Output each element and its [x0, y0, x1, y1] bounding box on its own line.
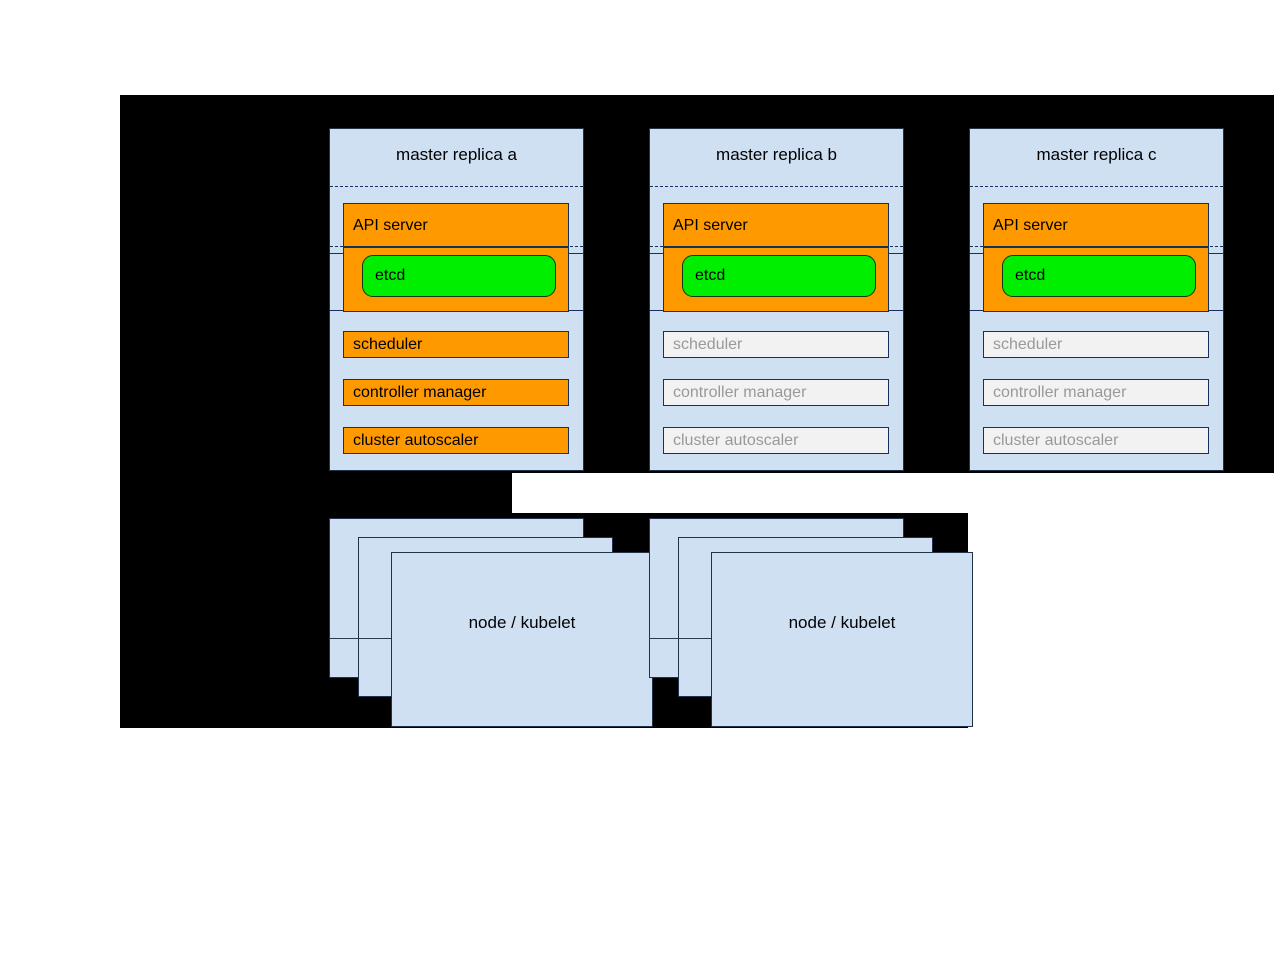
master-replica-a-etcd[interactable]: etcd [362, 255, 556, 297]
master-replica-c-etcd[interactable]: etcd [1002, 255, 1196, 297]
master-replica-a-controller-manager[interactable]: controller manager [343, 379, 569, 406]
master-replica-c-title: master replica c [1036, 145, 1157, 164]
master-replica-b-api-server[interactable]: API server [663, 203, 889, 247]
master-replica-c-cluster-autoscaler[interactable]: cluster autoscaler [983, 427, 1209, 454]
master-replica-a-cluster-autoscaler[interactable]: cluster autoscaler [343, 427, 569, 454]
replica-a-dash-top [330, 186, 583, 187]
node-kubelet-label: node / kubelet [788, 613, 896, 632]
master-replica-b-cluster-autoscaler[interactable]: cluster autoscaler [663, 427, 889, 454]
api-server-label: API server [353, 217, 428, 234]
master-replica-a-scheduler[interactable]: scheduler [343, 331, 569, 358]
replica-b-dash-top [650, 186, 903, 187]
node-group-1-front[interactable]: node / kubelet [391, 552, 653, 727]
master-replica-b-controller-manager[interactable]: controller manager [663, 379, 889, 406]
api-server-label: API server [673, 217, 748, 234]
node-group-2-divider [649, 638, 721, 639]
master-replica-c-scheduler[interactable]: scheduler [983, 331, 1209, 358]
master-replica-b-title: master replica b [716, 145, 837, 164]
master-replica-b-etcd[interactable]: etcd [682, 255, 876, 297]
node-group-2-front[interactable]: node / kubelet [711, 552, 973, 727]
api-server-label: API server [993, 217, 1068, 234]
master-replica-a-title: master replica a [396, 145, 517, 164]
backdrop-notch [512, 473, 968, 513]
replica-c-dash-top [970, 186, 1223, 187]
master-replica-c-api-server[interactable]: API server [983, 203, 1209, 247]
node-kubelet-label: node / kubelet [468, 613, 576, 632]
master-replica-b-scheduler[interactable]: scheduler [663, 331, 889, 358]
master-replica-c-controller-manager[interactable]: controller manager [983, 379, 1209, 406]
master-replica-a-api-server[interactable]: API server [343, 203, 569, 247]
